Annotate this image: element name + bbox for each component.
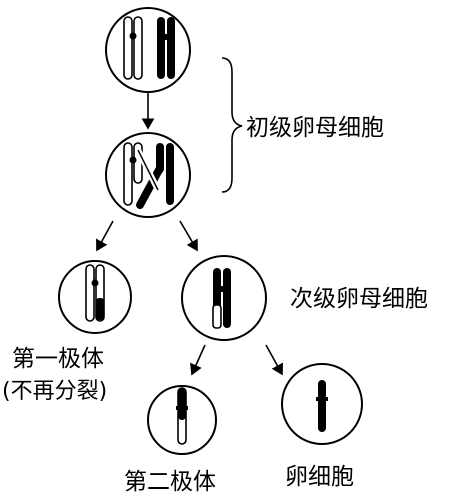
first-polar-body-cell xyxy=(58,260,132,334)
primary-oocyte-cell-top xyxy=(105,7,191,93)
black-chromosome xyxy=(157,17,175,79)
first-polar-body-label: 第一极体 xyxy=(12,346,104,372)
first-polar-body-note: (不再分裂) xyxy=(2,379,107,404)
black-chromosome-crossover xyxy=(135,143,174,209)
arrow-to-first-polar-body xyxy=(96,220,114,252)
arrow-to-secondary-oocyte xyxy=(179,220,198,252)
primary-oocyte-label: 初级卵母细胞 xyxy=(246,115,384,141)
white-chromosome xyxy=(123,16,143,80)
egg-cell xyxy=(281,363,363,445)
egg-cell-label: 卵细胞 xyxy=(285,464,354,490)
primary-oocyte-cell-crossover xyxy=(105,132,191,218)
secondary-oocyte-cell xyxy=(181,255,267,341)
arrow-to-second-polar-body xyxy=(190,344,206,376)
primary-oocyte-bracket xyxy=(221,57,243,193)
second-polar-body-label: 第二极体 xyxy=(124,469,216,495)
arrow-to-egg-cell xyxy=(265,344,283,376)
secondary-oocyte-label: 次级卵母细胞 xyxy=(290,286,428,312)
second-polar-body-cell xyxy=(147,385,217,455)
white-chromosome-crossover xyxy=(123,142,143,206)
